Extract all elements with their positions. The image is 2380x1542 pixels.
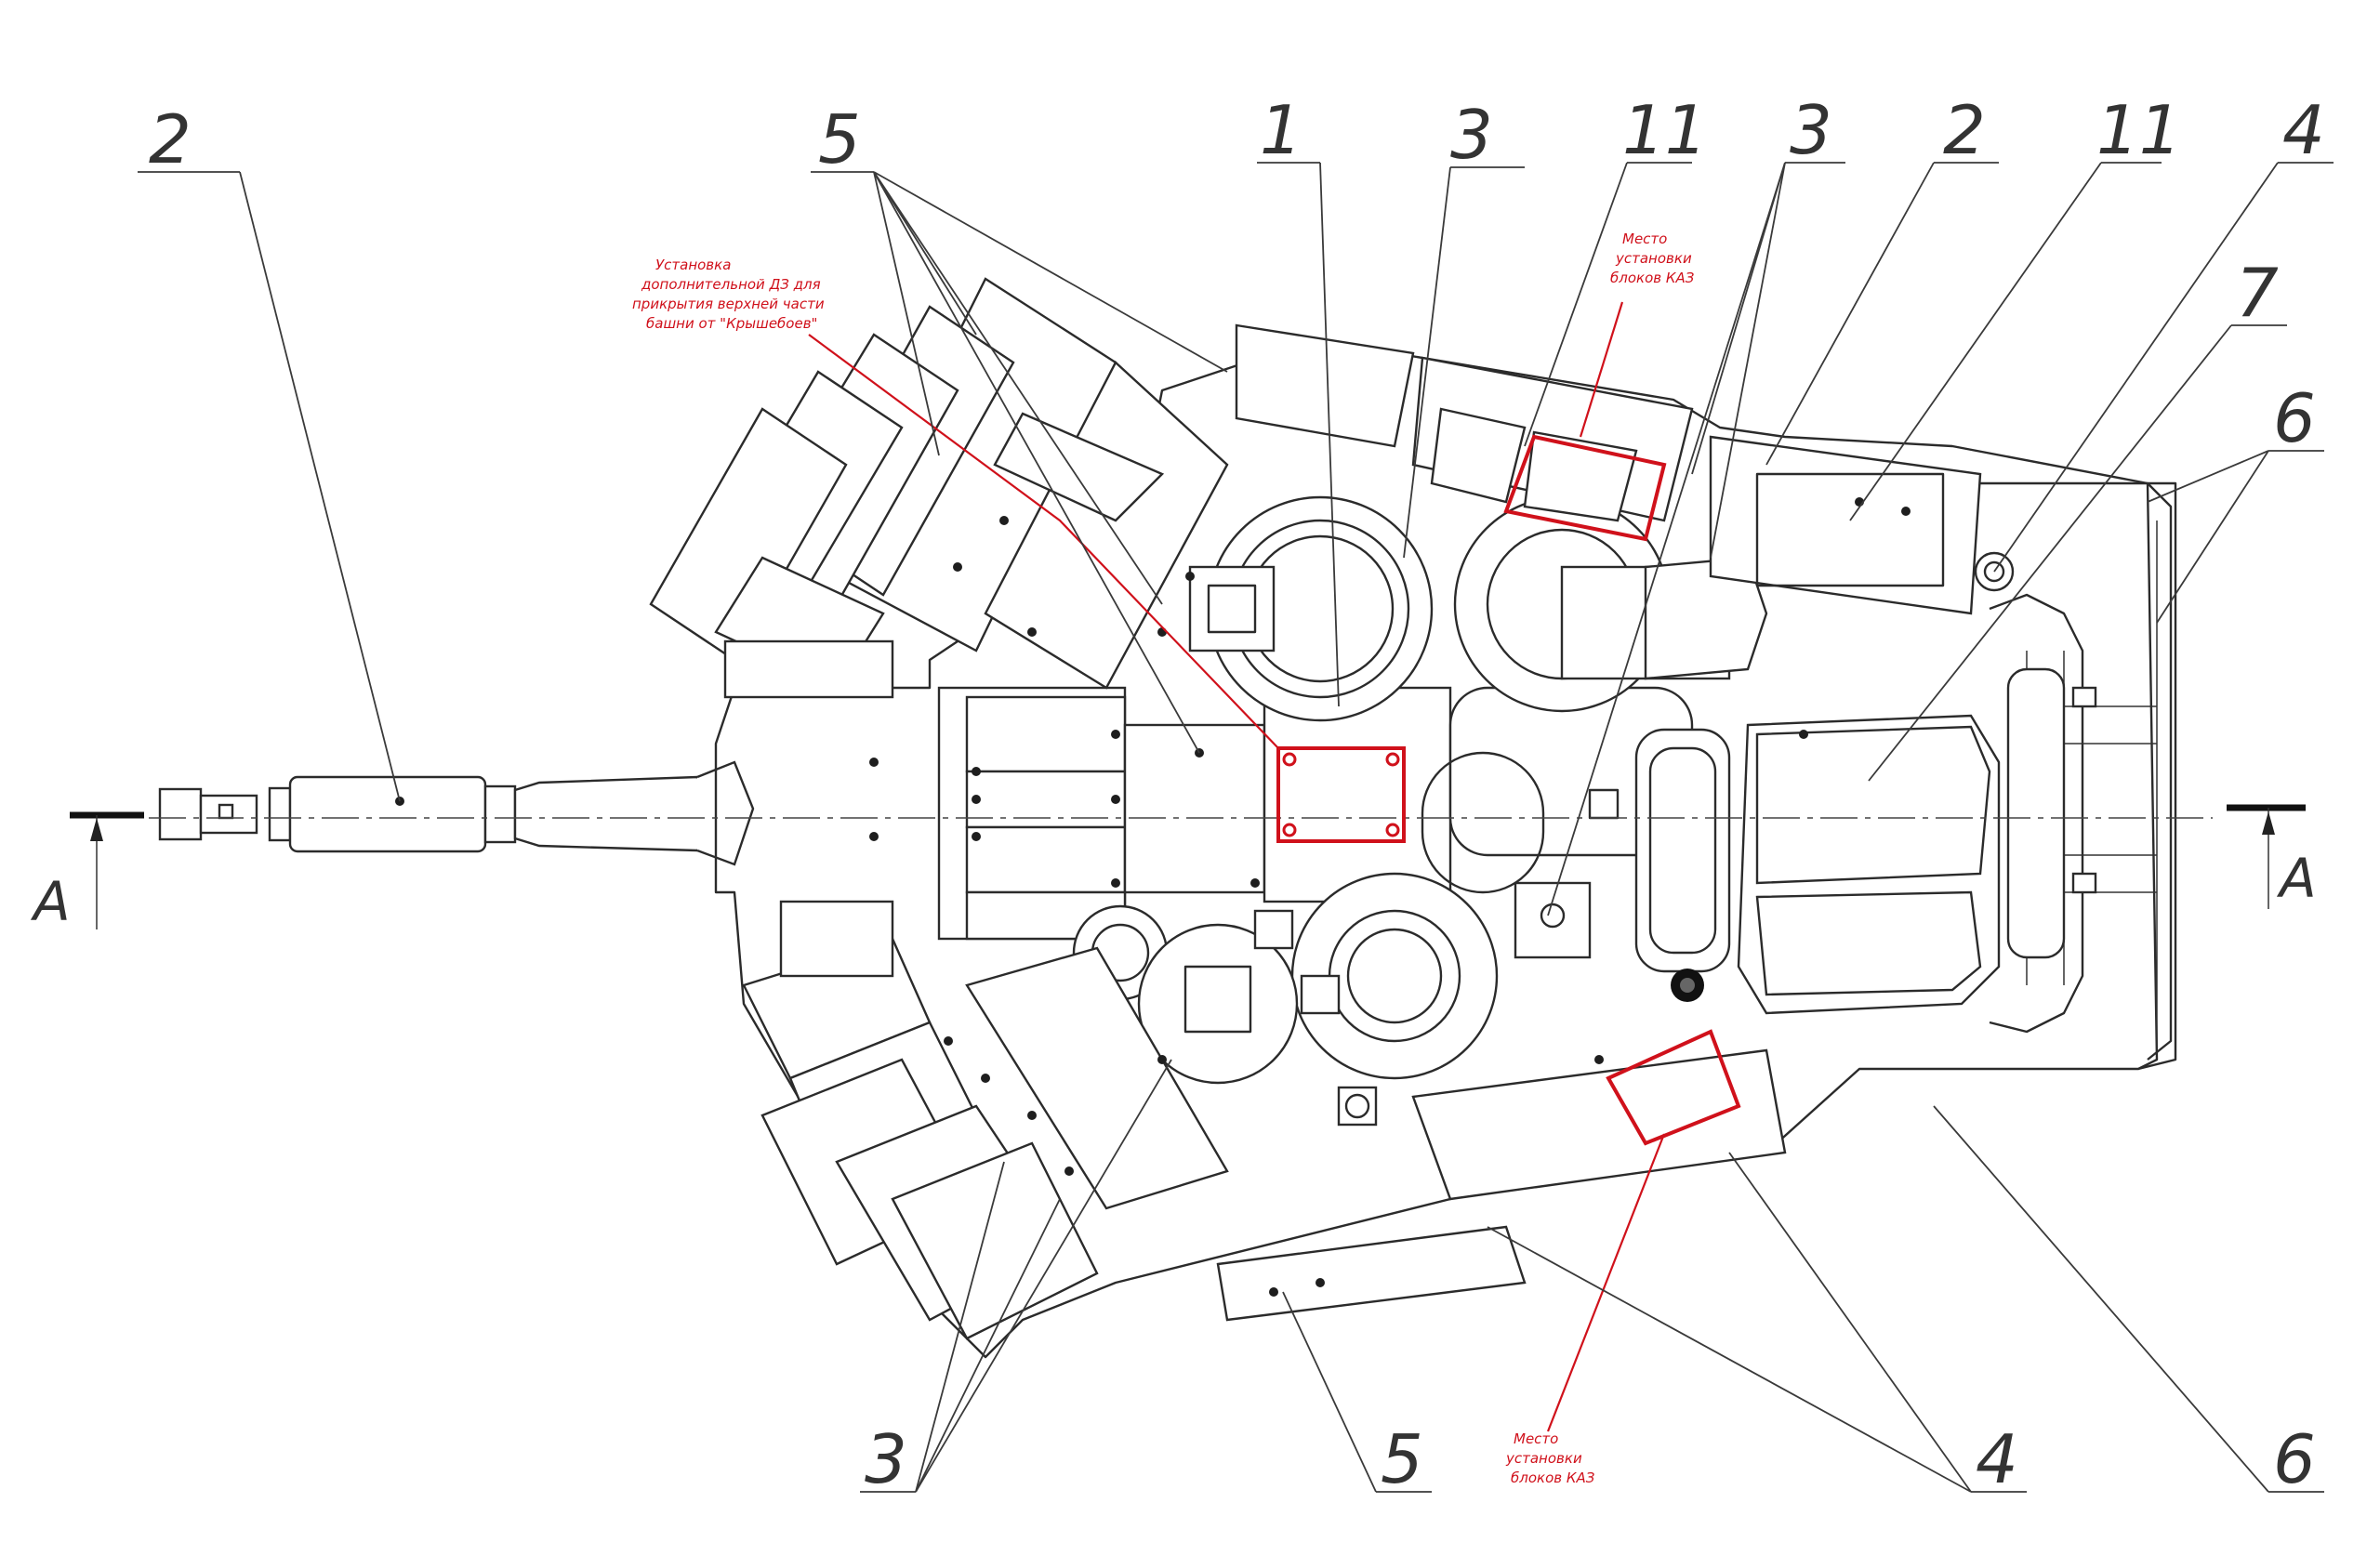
callout-3-top: 3 xyxy=(1450,96,1493,174)
note-roof-era: Установка дополнительной ДЗ для прикрыти… xyxy=(632,257,825,332)
callout-numbers: 2 5 1 3 11 3 2 11 4 7 6 3 5 4 6 xyxy=(149,91,2325,1498)
callout-5-bottom: 5 xyxy=(1381,1420,1423,1498)
callout-3-top-b: 3 xyxy=(1790,91,1832,169)
era-blocks-front-right xyxy=(742,900,1787,1340)
callout-2-top: 2 xyxy=(1943,91,1986,169)
note-kaz-bottom-line2: установки xyxy=(1505,1450,1582,1467)
note-era-line4: башни от "Крышебоев" xyxy=(646,315,817,332)
kaz-top-box xyxy=(1503,434,1667,542)
note-kaz-top-line3: блоков КАЗ xyxy=(1610,270,1695,286)
red-annotations xyxy=(808,301,1741,1432)
note-kaz-bottom: Место установки блоков КАЗ xyxy=(1505,1430,1595,1486)
note-kaz-bottom-line1: Место xyxy=(1514,1430,1558,1447)
era-blocks-front-left xyxy=(649,277,1229,699)
callout-11-top-a: 11 xyxy=(1622,91,1708,169)
callout-4-top: 4 xyxy=(2282,91,2325,169)
callout-1-top: 1 xyxy=(1260,91,1302,169)
callout-6-bottom: 6 xyxy=(2273,1420,2316,1498)
gun-barrel xyxy=(158,760,755,866)
callout-3-bottom: 3 xyxy=(865,1420,907,1498)
era-blocks-top-edge xyxy=(1235,323,1982,615)
note-kaz-top-line1: Место xyxy=(1622,231,1667,247)
section-marker-right: A xyxy=(2227,804,2317,910)
roof-era-box xyxy=(1276,746,1406,843)
note-kaz-top: Место установки блоков КАЗ xyxy=(1610,231,1695,286)
note-kaz-bottom-line3: блоков КАЗ xyxy=(1511,1470,1595,1486)
callout-4-bottom: 4 xyxy=(1976,1420,2018,1498)
hatches xyxy=(1072,495,1768,1127)
note-era-line2: дополнительной ДЗ для xyxy=(641,276,821,293)
section-label-right: A xyxy=(2276,847,2317,910)
callout-7-right: 7 xyxy=(2236,254,2279,332)
kaz-bottom-box xyxy=(1606,1029,1741,1146)
section-label-left: A xyxy=(30,870,71,933)
turret-roof-plates xyxy=(937,686,2001,1015)
callout-6-right: 6 xyxy=(2273,379,2316,457)
note-era-line1: Установка xyxy=(655,257,731,273)
callout-5-top: 5 xyxy=(818,100,861,178)
section-marker-left: A xyxy=(30,811,144,933)
rivets xyxy=(869,497,1911,1297)
callout-leaders xyxy=(138,162,2334,1493)
callout-2-left: 2 xyxy=(149,100,192,178)
callout-11-top-b: 11 xyxy=(2096,91,2182,169)
note-kaz-top-line2: установки xyxy=(1615,250,1692,267)
note-era-line3: прикрытия верхней части xyxy=(632,296,825,312)
